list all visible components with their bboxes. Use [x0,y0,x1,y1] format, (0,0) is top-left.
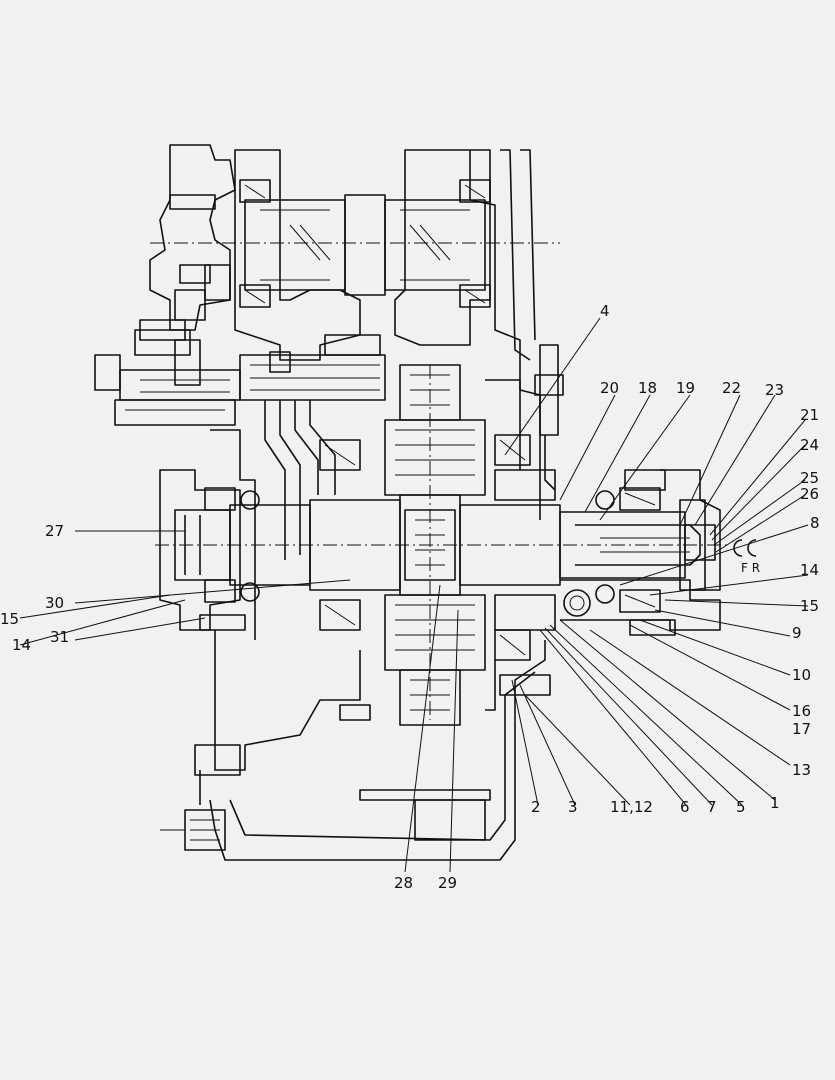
main-output-shaft [174,487,716,617]
upper-housing [139,144,541,520]
callout-18: 18 [638,379,657,397]
callout-15-left: 15 [0,610,19,628]
callout-9: 9 [792,624,802,642]
callout-30: 30 [45,594,64,612]
callout-16: 16 [792,702,811,720]
callout-8: 8 [810,514,820,532]
callout-15-right: 15 [800,597,819,615]
callout-17: 17 [792,720,811,738]
callout-28: 28 [394,874,413,892]
callout-31: 31 [50,628,69,646]
callout-27: 27 [45,522,64,540]
callout-25: 25 [800,469,819,487]
callout-6: 6 [680,798,690,816]
callout-13: 13 [792,761,811,779]
callout-10: 10 [792,666,811,684]
callout-29: 29 [438,874,457,892]
part-callouts: 4 20 18 19 22 23 21 24 25 26 8 14 15 9 1… [0,302,820,892]
callout-21: 21 [800,406,819,424]
clutch-gear-pack [199,364,676,726]
callout-3: 3 [568,798,578,816]
callout-14-right: 14 [800,561,819,579]
control-valve-linkage [94,329,386,640]
callout-14-left: 14 [12,636,31,654]
callout-7: 7 [707,798,717,816]
callout-23: 23 [765,381,784,399]
callout-19: 19 [676,379,695,397]
callout-5: 5 [736,798,746,816]
callout-22: 22 [722,379,741,397]
breather-fitting [534,344,564,491]
callout-1: 1 [770,794,780,812]
leader-lines [19,317,809,873]
callout-26: 26 [800,485,819,503]
direction-mark-label: F R [741,561,760,575]
callout-24: 24 [800,436,819,454]
callout-4: 4 [600,302,610,320]
main-housing [159,469,721,861]
callout-11-12: 11,12 [610,798,653,816]
callout-20: 20 [600,379,619,397]
callout-2: 2 [531,798,541,816]
direction-mark: F R [733,539,760,575]
